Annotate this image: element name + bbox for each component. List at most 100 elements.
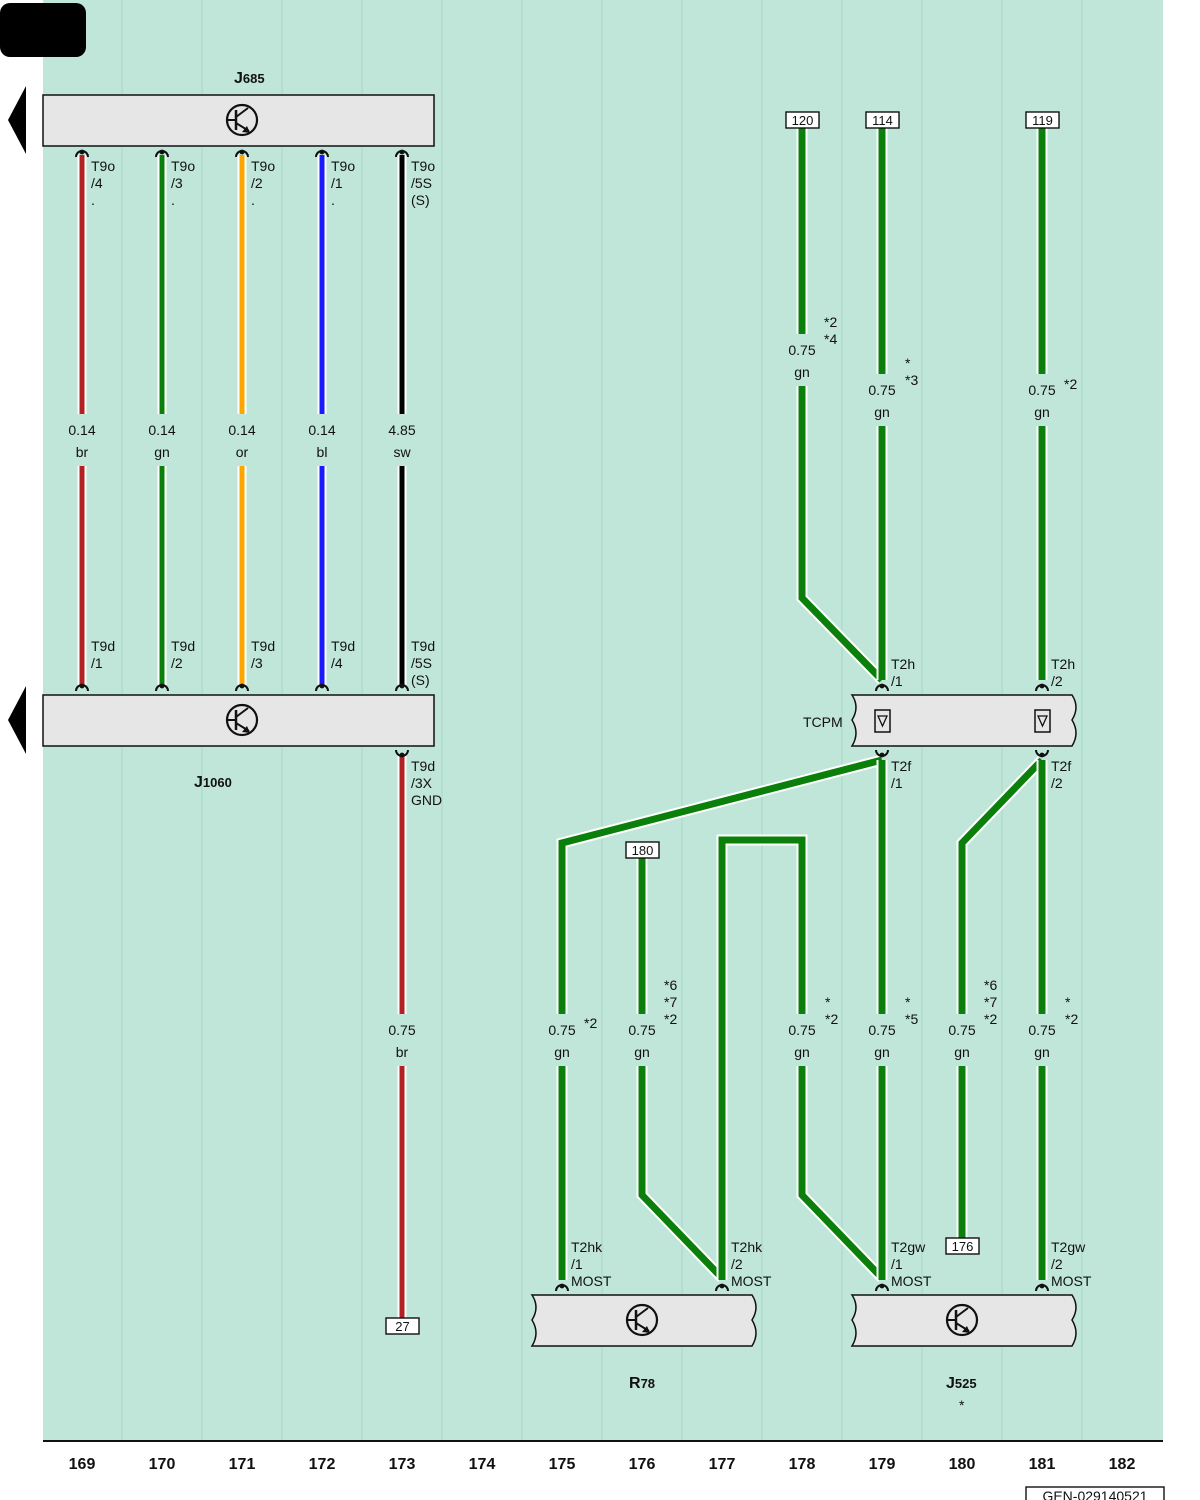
continuation-arrow-top	[8, 86, 26, 154]
svg-text:gn: gn	[874, 1044, 890, 1060]
component-j685	[42, 94, 435, 147]
svg-text:gn: gn	[1034, 404, 1050, 420]
svg-text:0.14: 0.14	[68, 422, 95, 438]
continuation-arrow-bottom	[8, 686, 26, 754]
svg-text:T9o/2.: T9o/2.	[251, 158, 275, 208]
svg-text:119: 119	[1032, 113, 1053, 128]
svg-text:169: 169	[69, 1456, 96, 1473]
svg-text:4.85: 4.85	[388, 422, 415, 438]
svg-text:br: br	[396, 1044, 409, 1060]
svg-text:114: 114	[872, 113, 893, 128]
svg-text:T9d/4: T9d/4	[331, 638, 355, 671]
svg-text:0.75: 0.75	[788, 1022, 815, 1038]
svg-text:0.75: 0.75	[548, 1022, 575, 1038]
svg-text:*6*7*2: *6*7*2	[664, 977, 677, 1027]
page-tab	[0, 3, 86, 57]
svg-text:T9d/3: T9d/3	[251, 638, 275, 671]
wire-green-t2f1-r78	[556, 754, 884, 1280]
component-r78	[530, 1294, 757, 1347]
svg-text:0.75: 0.75	[868, 382, 895, 398]
svg-text:gn: gn	[1034, 1044, 1050, 1060]
svg-text:T9d/1: T9d/1	[91, 638, 115, 671]
label-j525: J525	[946, 1375, 977, 1392]
ref-box-176: 176	[945, 1237, 980, 1255]
svg-text:*6*7*2: *6*7*2	[984, 977, 997, 1027]
wire-green-loop	[716, 834, 886, 1282]
wire-green-t2f2-176	[956, 756, 1046, 1238]
svg-text:170: 170	[149, 1456, 176, 1473]
svg-text:0.75: 0.75	[788, 342, 815, 358]
svg-text:T9o/4.: T9o/4.	[91, 158, 115, 208]
svg-text:br: br	[76, 444, 89, 460]
pin-labels-tcpm: T2h/1 T2h/2 T2f/1 T2f/2	[891, 656, 1075, 791]
svg-text:T9o/5S(S): T9o/5S(S)	[411, 158, 435, 208]
pin-labels-j1060: T9d/1 T9d/2 T9d/3 T9d/4 T9d/5S(S)	[91, 638, 435, 688]
svg-text:175: 175	[549, 1456, 576, 1473]
label-j525-note: *	[959, 1397, 965, 1413]
document-id: GEN-029140521	[1025, 1486, 1165, 1500]
svg-text:180: 180	[632, 843, 654, 858]
svg-text:GEN-029140521: GEN-029140521	[1042, 1488, 1147, 1500]
svg-text:0.75: 0.75	[1028, 382, 1055, 398]
svg-text:gn: gn	[794, 364, 810, 380]
wire-spec-labels-upper-green: 0.75 gn *2*4 0.75 gn **3 0.75 gn *2	[782, 314, 1077, 426]
svg-text:171: 171	[229, 1456, 256, 1473]
column-numbers: 169 170 171 172 173 174 175 176 177 178 …	[69, 1456, 1136, 1473]
svg-text:0.14: 0.14	[228, 422, 255, 438]
svg-text:gn: gn	[954, 1044, 970, 1060]
svg-text:179: 179	[869, 1456, 896, 1473]
svg-text:T9d/5S(S): T9d/5S(S)	[411, 638, 435, 688]
svg-text:*2: *2	[1064, 376, 1077, 392]
label-tcpm: TCPM	[803, 714, 843, 730]
svg-text:gn: gn	[794, 1044, 810, 1060]
component-j1060	[42, 694, 435, 747]
svg-text:120: 120	[792, 113, 814, 128]
svg-text:*2: *2	[584, 1015, 597, 1031]
svg-text:T9d/2: T9d/2	[171, 638, 195, 671]
svg-text:**5: **5	[905, 994, 918, 1027]
svg-text:T9o/1.: T9o/1.	[331, 158, 355, 208]
svg-text:**3: **3	[905, 355, 918, 388]
label-j1060: J1060	[194, 774, 232, 791]
svg-text:T2h/1: T2h/1	[891, 656, 915, 689]
svg-text:178: 178	[789, 1456, 816, 1473]
svg-text:gn: gn	[874, 404, 890, 420]
svg-text:gn: gn	[154, 444, 170, 460]
component-tcpm	[850, 694, 1077, 747]
svg-text:0.75: 0.75	[868, 1022, 895, 1038]
svg-text:gn: gn	[554, 1044, 570, 1060]
svg-text:gn: gn	[634, 1044, 650, 1060]
wire-green-180	[636, 858, 726, 1282]
svg-text:T2h/2: T2h/2	[1051, 656, 1075, 689]
svg-text:181: 181	[1029, 1456, 1056, 1473]
svg-text:173: 173	[389, 1456, 416, 1473]
ref-box-114: 114	[865, 111, 900, 129]
svg-text:0.75: 0.75	[388, 1022, 415, 1038]
ref-box-180: 180	[625, 841, 660, 859]
svg-text:sw: sw	[393, 444, 411, 460]
svg-text:0.75: 0.75	[948, 1022, 975, 1038]
svg-text:172: 172	[309, 1456, 336, 1473]
wire-spec-labels-lower: 0.75 gn *2 0.75 gn *6*7*2 0.75 gn **2 0.…	[542, 977, 1078, 1066]
svg-text:0.14: 0.14	[308, 422, 335, 438]
svg-text:0.75: 0.75	[628, 1022, 655, 1038]
wire-spec-labels-top: 0.14 br 0.14 gn 0.14 or 0.14 bl 4.85 sw	[62, 414, 422, 466]
svg-text:176: 176	[952, 1239, 974, 1254]
svg-text:T2f/2: T2f/2	[1051, 758, 1071, 791]
svg-text:174: 174	[469, 1456, 496, 1473]
svg-text:27: 27	[395, 1319, 409, 1334]
svg-text:T2f/1: T2f/1	[891, 758, 911, 791]
svg-text:T9o/3.: T9o/3.	[171, 158, 195, 208]
svg-text:**2: **2	[1065, 994, 1078, 1027]
svg-text:bl: bl	[317, 444, 328, 460]
ref-box-27: 27	[385, 1317, 420, 1335]
wire-labels-top: T9o/4. T9o/3. T9o/2. T9o/1. T9o/5S(S)	[91, 158, 435, 208]
